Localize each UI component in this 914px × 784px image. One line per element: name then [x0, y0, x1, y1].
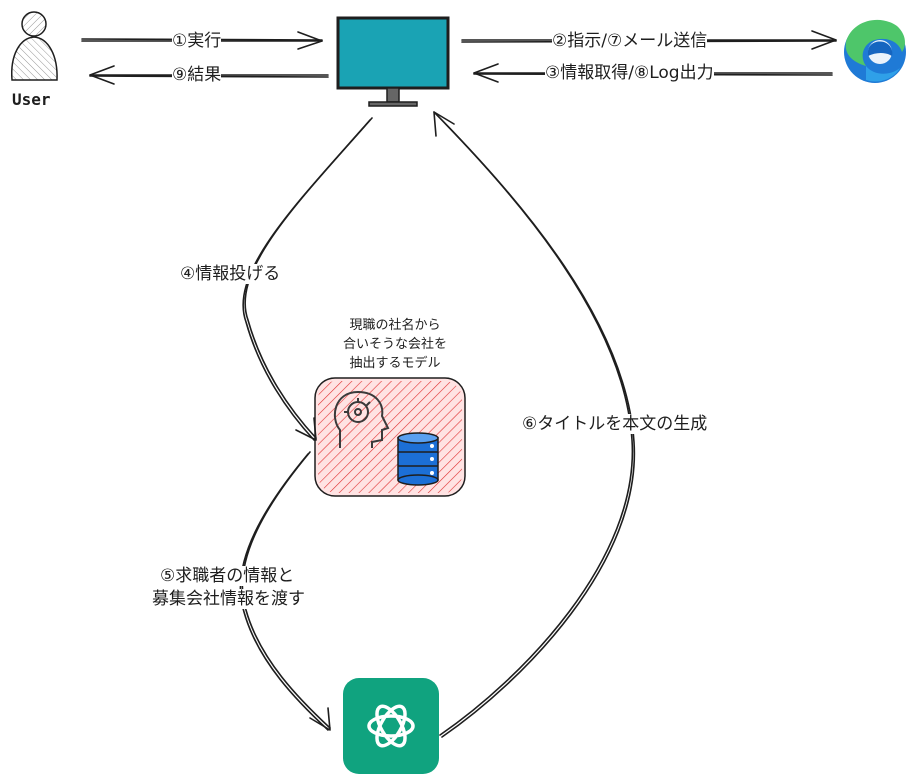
openai-icon: [343, 678, 439, 774]
label-step1: ①実行: [172, 31, 222, 51]
label-step9: ⑨結果: [172, 65, 222, 85]
monitor-icon: [336, 16, 450, 107]
arrow-step5: [239, 451, 331, 731]
model-box: [314, 377, 466, 497]
label-step2-7: ②指示/⑦メール送信: [552, 31, 708, 51]
model-note-line2: 合いそうな会社を: [342, 337, 447, 352]
label-step5-line1: ⑤求職者の情報と: [160, 566, 295, 586]
label-step4: ④情報投げる: [180, 264, 281, 284]
label-step5-line2: 募集会社情報を渡す: [152, 589, 305, 609]
ai-head-icon: [333, 390, 390, 448]
database-icon: [397, 432, 439, 486]
user-label: User: [12, 90, 51, 109]
arrow-step6: [433, 111, 636, 738]
model-note: 現職の社名から 合いそうな会社を 抽出するモデル: [325, 316, 465, 373]
label-step6: ⑥タイトルを本文の生成: [522, 414, 708, 434]
user-icon: [11, 11, 58, 81]
model-note-line3: 抽出するモデル: [349, 356, 441, 371]
model-note-line1: 現職の社名から: [349, 318, 441, 333]
edge-browser-icon: [844, 19, 906, 83]
label-step3-8: ③情報取得/⑧Log出力: [545, 63, 714, 83]
arrow-step4: [242, 117, 373, 441]
